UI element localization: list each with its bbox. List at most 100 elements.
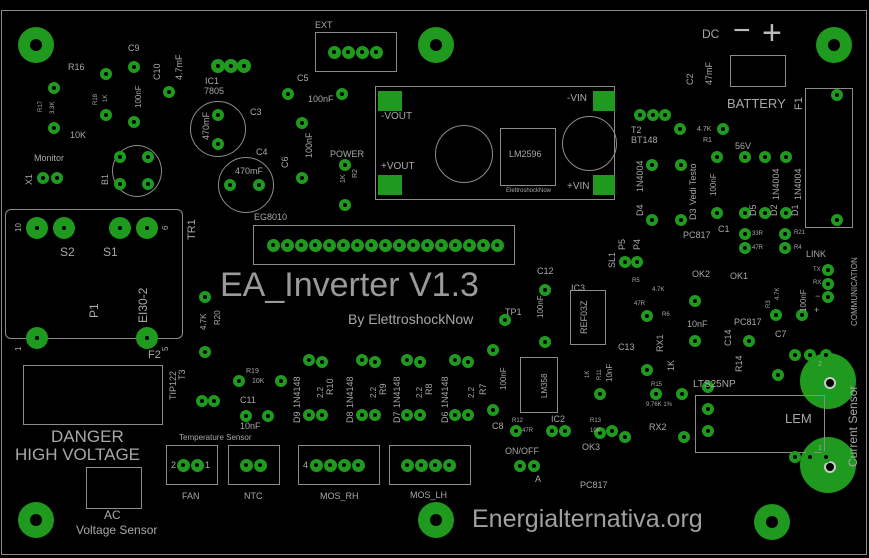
vin-pos-pad [593, 175, 615, 195]
label-c8: C8 [492, 421, 504, 431]
label-c7: C7 [775, 329, 787, 339]
copper-pad [702, 425, 714, 437]
copper-pad [136, 327, 158, 349]
copper-pad [212, 109, 224, 121]
label-d4: D4 [635, 204, 645, 216]
capacitor-c4-outline [218, 157, 274, 213]
label-t2: T2 [631, 125, 642, 135]
copper-pad [702, 403, 714, 415]
copper-pad [414, 409, 426, 421]
copper-pad [539, 284, 551, 296]
label-r20: R20 [213, 310, 222, 325]
copper-pad [128, 61, 140, 73]
copper-pad [233, 375, 245, 387]
copper-pad [759, 151, 771, 163]
label-s2: S2 [60, 245, 75, 259]
copper-pad [646, 214, 658, 226]
copper-pad [356, 409, 368, 421]
label-r4: R4 [794, 245, 802, 251]
copper-pad [400, 458, 414, 472]
copper-pad [619, 256, 631, 268]
label-tp1: TP1 [505, 307, 522, 317]
label-ok3: OK3 [582, 442, 601, 452]
copper-pad [641, 310, 653, 322]
label-tr-pin1: 1 [14, 346, 23, 351]
mounting-hole [418, 502, 454, 538]
copper-pad [641, 364, 653, 376]
label-r8: R8 [424, 383, 434, 395]
copper-pad [114, 178, 126, 190]
copper-pad [239, 458, 253, 472]
mounting-hole [816, 27, 852, 63]
copper-pad [294, 238, 308, 252]
label-eg8010: EG8010 [254, 212, 288, 222]
label-t2-value: BT148 [631, 135, 658, 145]
label-p1: P1 [87, 303, 101, 318]
label-r14: R14 [734, 355, 744, 372]
dc-minus-sign: − [733, 14, 751, 47]
copper-pad [309, 458, 323, 472]
label-r18-value: 1K [103, 94, 109, 102]
vout-pos-pad [378, 175, 402, 195]
label-r11: R11 [597, 369, 603, 380]
copper-pad [499, 314, 511, 326]
label-pc817-ok1: PC817 [734, 317, 762, 327]
label-t3: T3 [177, 369, 187, 380]
copper-pad [462, 238, 476, 252]
copper-pad [224, 59, 238, 73]
copper-pad [650, 388, 662, 400]
copper-pad [356, 354, 368, 366]
label-ic3-value: REF03Z [579, 300, 589, 334]
copper-pad [820, 349, 832, 361]
copper-pad [53, 217, 75, 239]
copper-pad [822, 264, 834, 276]
transformer-outline [5, 209, 183, 339]
label-c1-value: 100nF [709, 173, 718, 196]
copper-pad [211, 59, 225, 73]
label-c14: C14 [723, 329, 733, 346]
copper-pad [789, 451, 801, 463]
copper-pad [831, 214, 843, 226]
copper-pad [282, 88, 294, 100]
label-fan-pin2: 2 [171, 460, 177, 470]
label-d1-value: 1N4004 [793, 168, 803, 200]
label-cs-pin2: 2 [818, 361, 822, 368]
copper-pad [711, 151, 723, 163]
copper-pad [594, 388, 606, 400]
copper-pad [392, 238, 406, 252]
copper-pad [462, 409, 474, 421]
copper-pad [316, 409, 328, 421]
copper-pad [434, 238, 448, 252]
copper-pad [237, 59, 251, 73]
copper-pad [820, 451, 832, 463]
copper-pad [176, 458, 190, 472]
copper-pad [739, 242, 751, 254]
label-c5: C5 [297, 73, 309, 83]
copper-pad [341, 45, 355, 59]
label-r16: R16 [68, 62, 85, 72]
copper-pad [48, 122, 60, 134]
board-title: EA_Inverter V1.3 [220, 266, 479, 304]
label-current-sensor: Current Sensor [846, 385, 860, 467]
label-r19: R19 [246, 368, 259, 375]
label-f2: F2 [148, 349, 161, 361]
current-sensor-pad [800, 353, 856, 409]
label-danger: DANGER [51, 427, 124, 446]
label-rx: RX [813, 280, 822, 286]
copper-pad [303, 409, 315, 421]
label-b1: B1 [100, 173, 110, 185]
label-r9-value: 2.2 [369, 386, 378, 398]
website-label: Energialternativa.org [472, 505, 703, 533]
copper-pad [546, 425, 558, 437]
label-d7: D7 [392, 411, 402, 423]
copper-pad [510, 425, 522, 437]
lm2596-chip-outline [500, 128, 556, 186]
copper-pad [339, 199, 351, 211]
label-r14-value: 1K [666, 359, 676, 371]
copper-pad [779, 242, 791, 254]
label-d8-value: 1N4148 [345, 376, 355, 408]
bridge-b1-outline [112, 145, 162, 197]
copper-pad [109, 217, 131, 239]
copper-pad [487, 344, 499, 356]
label-ok1: OK1 [730, 271, 749, 281]
